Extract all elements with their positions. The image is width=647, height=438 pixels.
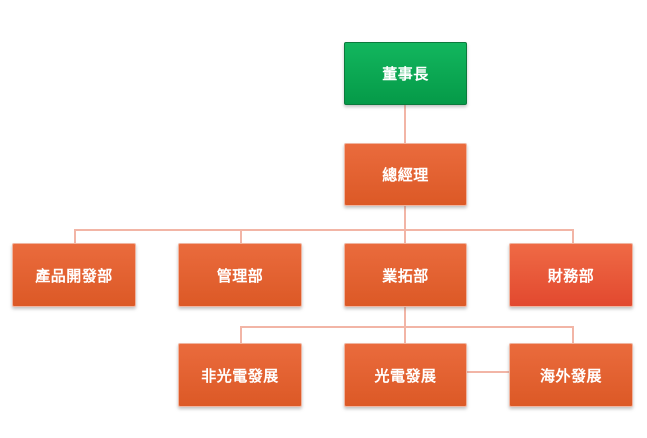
connector-finance [572,229,574,243]
connector-management [240,229,242,243]
management-department-label: 管理部 [216,266,264,285]
non-optoelectronics-development-label: 非光電發展 [201,366,279,385]
overseas-development-label: 海外發展 [539,366,602,385]
optoelectronics-development-label: 光電發展 [374,366,437,385]
product-development-department-node: 產品開發部 [12,243,136,307]
connector-business-expansion-bus [404,307,406,327]
optoelectronics-development-node: 光電發展 [344,343,467,407]
connector-overseas [572,326,574,343]
connector-optoelectronics [404,326,406,343]
business-expansion-department-label: 業拓部 [382,266,429,285]
connector-general-manager-bus [404,206,406,230]
connector-non-optoelectronics [240,326,242,343]
general-manager-label: 總經理 [382,166,429,184]
connector-optoelectronics-overseas [466,371,509,373]
overseas-development-node: 海外發展 [509,343,633,407]
management-department-node: 管理部 [178,243,302,307]
product-development-department-label: 產品開發部 [35,266,113,285]
general-manager-node: 總經理 [344,143,467,206]
chairman-node: 董事長 [344,42,467,105]
connector-business-expansion [404,229,406,243]
finance-department-label: 財務部 [547,266,595,285]
connector-chairman-general-manager [404,104,406,144]
connector-department-bus [74,229,573,231]
chairman-label: 董事長 [382,65,429,83]
business-expansion-department-node: 業拓部 [344,243,467,307]
non-optoelectronics-development-node: 非光電發展 [178,343,302,407]
connector-sub-unit-bus [240,326,573,328]
finance-department-node: 財務部 [509,243,633,307]
connector-product-development [74,229,76,243]
